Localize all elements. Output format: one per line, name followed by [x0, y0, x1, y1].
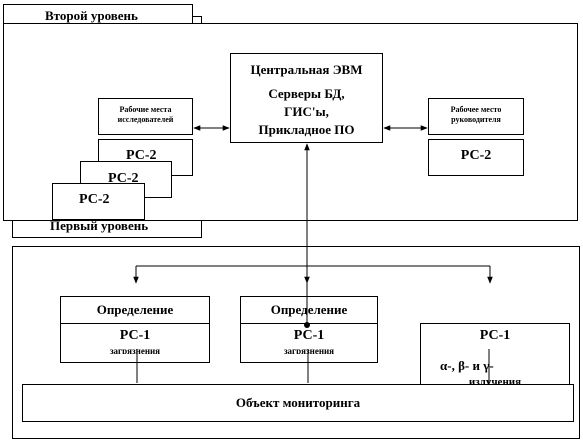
manager-line2: руководителя: [451, 115, 501, 124]
station3-rc1-label: РС-1: [479, 328, 511, 343]
station2-rc1-label: РС-1: [293, 328, 325, 343]
station1-definition-label: Определение: [96, 302, 174, 317]
rc2-label-back: РС-2: [126, 148, 157, 163]
first-level-label: Первый уровень: [50, 218, 149, 233]
rc2-box-front: [52, 183, 145, 220]
second-level-label: Второй уровень: [45, 8, 138, 23]
station3-radiation-suffix: излучения: [468, 376, 522, 384]
rc2-label-middle: РС-2: [108, 171, 139, 186]
central-computer-line1: Серверы БД,: [268, 86, 345, 101]
manager-rc2-label: РС-2: [460, 148, 492, 163]
central-computer-box: [230, 53, 383, 143]
manager-box: [428, 98, 524, 135]
monitoring-object-label: Объект мониторинга: [235, 395, 361, 410]
station1-definition-box: [60, 296, 210, 324]
central-computer-line2: ГИС'ы,: [284, 104, 329, 119]
central-computer-line3: Прикладное ПО: [258, 122, 355, 137]
manager-line1: Рабочее место: [450, 105, 502, 114]
junction-dot: [304, 322, 310, 328]
researchers-box: [98, 98, 193, 135]
station3-radiation-suffix-clip: излучения: [420, 375, 570, 384]
station2-definition-label: Определение: [270, 302, 348, 317]
station1-hidden-label: загрязнения: [109, 346, 161, 354]
central-computer-title: Центральная ЭВМ: [250, 62, 363, 77]
station3-box: [420, 323, 570, 385]
manager-rc2-box: [428, 139, 524, 176]
station1-rc1-box: [60, 323, 210, 363]
monitoring-object-box: [22, 384, 574, 422]
researchers-line2: исследователей: [117, 115, 174, 124]
station2-hidden-label: загрязнения: [283, 346, 335, 354]
station3-radiation-label: α-, β- и γ-: [440, 358, 494, 373]
rc2-label-front: РС-2: [79, 192, 110, 207]
researchers-line1: Рабочие места: [119, 105, 172, 114]
station1-rc1-label: РС-1: [119, 328, 151, 343]
